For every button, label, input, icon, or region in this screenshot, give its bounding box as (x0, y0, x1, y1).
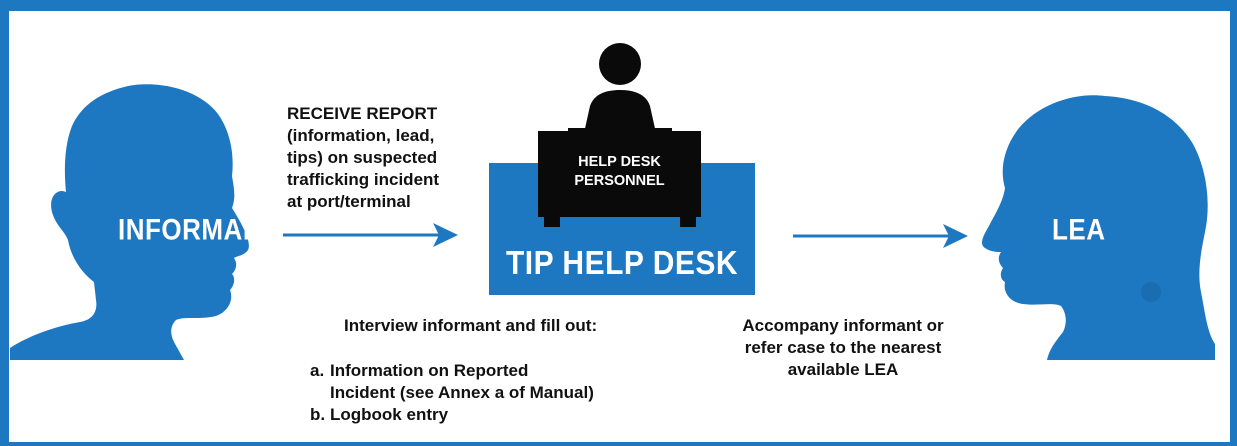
personnel-line: HELP DESK (578, 154, 661, 170)
report-line: RECEIVE REPORT (287, 104, 438, 123)
item-line: Logbook entry (330, 405, 449, 424)
report-line: trafficking incident (287, 170, 440, 189)
accompany-line: Accompany informant or (742, 316, 944, 335)
arrow-right-icon (793, 224, 968, 248)
report-line: (information, lead, (287, 126, 435, 145)
item-marker: b. (310, 405, 326, 424)
tip-help-desk-label: TIP HELP DESK (505, 244, 739, 282)
checklist-item-a: a. Information on Reported Incident (see… (310, 360, 594, 404)
interview-heading: Interview informant and fill out: (344, 316, 598, 335)
report-line: tips) on suspected (287, 148, 438, 167)
informant-label: INFORMANT (118, 211, 279, 247)
arrow-right-icon (283, 223, 458, 247)
lea-label: LEA (1052, 211, 1106, 247)
item-marker: a. (310, 361, 325, 380)
accompany-line: available LEA (787, 360, 899, 379)
person-silhouette-icon (10, 84, 249, 360)
personnel-line: PERSONNEL (574, 173, 665, 189)
item-line: Incident (see Annex a of Manual) (330, 383, 594, 402)
desk-personnel-icon (568, 43, 672, 142)
checklist-item-b: b. Logbook entry (310, 404, 594, 426)
interview-checklist: a. Information on Reported Incident (see… (310, 360, 594, 426)
accompany-text: Accompany informant or refer case to the… (723, 315, 963, 381)
receive-report-text: RECEIVE REPORT (information, lead, tips)… (287, 103, 439, 213)
report-line: at port/terminal (287, 192, 411, 211)
help-desk-personnel-box: HELP DESK PERSONNEL (538, 131, 701, 217)
item-line: Information on Reported (330, 361, 529, 380)
desk-leg-left (544, 215, 560, 227)
woman-silhouette-icon (982, 95, 1215, 360)
accompany-line: refer case to the nearest (744, 338, 942, 357)
help-desk-personnel-label: HELP DESK PERSONNEL (538, 153, 701, 191)
desk-leg-right (680, 215, 696, 227)
